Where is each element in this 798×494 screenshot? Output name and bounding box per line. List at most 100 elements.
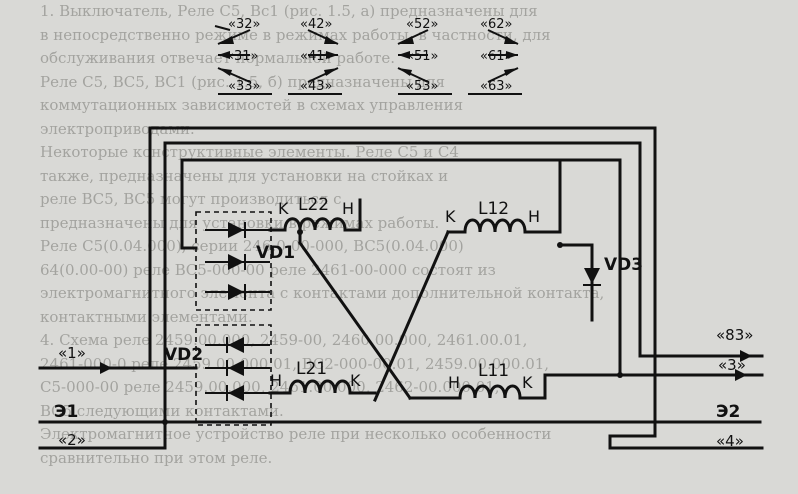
label-vd3: VD3 <box>604 255 643 275</box>
bg-line: реле ВС5, ВС5 могут производиться с <box>40 190 342 208</box>
bg-line: С5-000-00 реле 2459.00.000, 2461.00.000,… <box>40 378 500 396</box>
junction-dot <box>297 229 303 235</box>
vd2-diode-top <box>205 337 270 353</box>
contact-51-arrow <box>398 51 410 59</box>
contact-31-arrow <box>218 51 230 59</box>
vd1-box <box>195 211 272 311</box>
bg-line: в непосредственно режиме в режимах работ… <box>40 25 551 44</box>
contact-53-arrow <box>398 68 412 76</box>
label-63: «63» <box>480 79 512 94</box>
l11-h-label: H <box>448 373 460 392</box>
label-l12: L12 <box>478 199 509 219</box>
vd1-diode-bottom <box>205 284 270 300</box>
terminal-83-arrow <box>740 350 752 362</box>
terminal-83-label: «83» <box>716 326 753 344</box>
inductor-l12 <box>446 158 562 234</box>
contact-42-arrow <box>324 36 338 44</box>
bg-line: сравнительно при этом реле. <box>40 448 273 467</box>
label-61: «61» <box>480 49 512 64</box>
label-52: «52» <box>406 17 438 32</box>
switch-contact-group-5: «52» «51» «53» <box>397 17 452 95</box>
terminal-4-label: «4» <box>716 432 744 450</box>
bg-line: 1. Выключатель, Реле С5, Вс1 (рис. 1.5, … <box>40 2 538 20</box>
contact-43-arrow <box>324 68 338 76</box>
inductor-l21 <box>268 379 377 395</box>
label-62: «62» <box>480 17 512 32</box>
vd2-box <box>195 324 272 426</box>
cross-wire-b <box>373 230 450 402</box>
bg-line: Электромагнитное устройство реле при нес… <box>40 425 552 443</box>
contact-32-arrow <box>218 36 234 44</box>
contact-62-arrow <box>504 36 518 44</box>
terminal-1-arrow <box>100 362 112 374</box>
label-vd2: VD2 <box>164 345 203 365</box>
vd3-diode <box>558 243 601 322</box>
terminal-2-label: «2» <box>58 431 86 449</box>
l22-k-label: K <box>278 199 289 218</box>
contact-52-arrow <box>398 36 414 44</box>
label-31: «31» <box>226 49 258 64</box>
l11-k-label: K <box>522 373 533 392</box>
contact-32-lead <box>214 25 231 31</box>
vd1-left-wire <box>180 158 198 250</box>
terminal-1-label: «1» <box>58 344 86 362</box>
vd1-diode-mid <box>205 254 270 270</box>
junction-dot <box>557 242 563 248</box>
terminal-3-arrow <box>735 369 747 381</box>
label-l22: L22 <box>298 195 329 215</box>
inductor-l22 <box>268 198 362 232</box>
label-e1: Э1 <box>54 402 78 422</box>
label-vd1: VD1 <box>256 243 295 263</box>
l12-k-label: K <box>445 207 456 226</box>
bg-line: Реле С5(0.04.000), серии 246.0-00-000, В… <box>40 237 464 255</box>
label-33: «33» <box>228 79 260 94</box>
cross-wire-a <box>297 240 413 401</box>
switch-contact-group-3: «32» «31» «33» <box>214 17 272 95</box>
terminal-2-wire <box>38 420 167 450</box>
bg-line: коммутационных зависимостей в схемах упр… <box>40 96 464 114</box>
contact-41-arrow <box>326 51 338 59</box>
label-42: «42» <box>300 17 332 32</box>
bg-line: электроприводами. <box>40 119 195 138</box>
label-l21: L21 <box>296 359 327 379</box>
bg-line: Реле С5, ВС5, ВС1 (рис. 1.5, б) предназн… <box>40 72 446 91</box>
bg-line: контактными элементами. <box>40 307 253 326</box>
vd2-diode-bottom <box>205 385 270 401</box>
bg-line: обслуживания отвечает нормальной работе. <box>40 49 395 67</box>
bg-line: также, предназначены для установки на ст… <box>40 166 449 185</box>
vd2-diode-mid <box>205 360 270 376</box>
bg-line: 64(0.00-00) реле ВС5-000-00 реле 2461-00… <box>40 260 496 279</box>
bg-line: ВС5 следующими контактами. <box>40 401 284 420</box>
l22-h-label: H <box>342 199 354 218</box>
inductor-l11 <box>408 373 622 400</box>
label-l11: L11 <box>478 361 509 381</box>
bg-line: электромагнитного элемента с контактами … <box>40 284 605 302</box>
label-41: «41» <box>300 49 332 64</box>
label-51: «51» <box>406 49 438 64</box>
label-32: «32» <box>228 17 260 32</box>
bg-line: Некоторые конструктивные элементы. Реле … <box>40 143 459 161</box>
l21-k-label: K <box>350 371 361 390</box>
l12-h-label: H <box>528 207 540 226</box>
bg-line: 4. Схема реле 2459.00.000, 2459-00, 2460… <box>40 331 528 349</box>
junction-dot <box>617 372 623 378</box>
terminal-3-label: «3» <box>718 356 746 374</box>
contact-33-arrow <box>218 68 232 76</box>
inner-wire-loop <box>163 141 764 424</box>
contact-61-arrow <box>506 51 518 59</box>
switch-contact-group-6: «62» «61» «63» <box>468 17 522 95</box>
upper-bus-wire <box>180 158 622 377</box>
label-53: «53» <box>406 79 438 94</box>
outer-wire-loop <box>148 126 657 438</box>
contact-63-arrow <box>504 68 518 76</box>
vd1-diode-top <box>205 222 270 238</box>
label-e2: Э2 <box>716 402 740 422</box>
l21-h-label: H <box>270 371 282 390</box>
label-43: «43» <box>300 79 332 94</box>
terminal-4-wire <box>608 434 764 450</box>
switch-contact-group-4: «42» «41» «43» <box>288 17 342 95</box>
junction-dot <box>162 419 168 425</box>
